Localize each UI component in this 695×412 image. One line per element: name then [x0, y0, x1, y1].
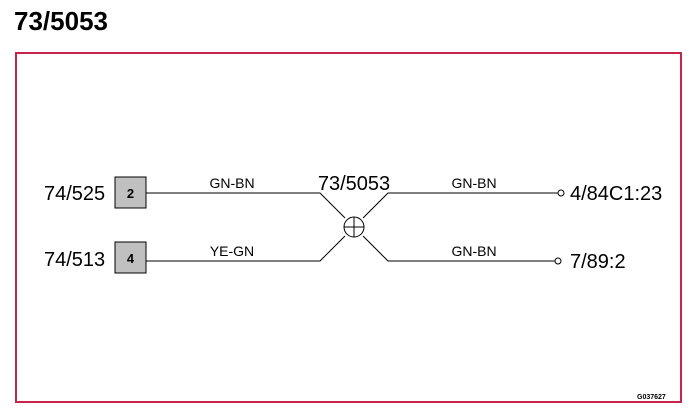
left-connector-pin-2: 4	[127, 251, 135, 266]
right-terminal-name-2: 7/89:2	[570, 251, 626, 273]
left-wire-color-2: YE-GN	[210, 243, 254, 259]
right-wire-color-2: GN-BN	[451, 243, 496, 259]
left-connector-pin-box-2	[114, 241, 147, 274]
diagram-frame	[15, 52, 682, 403]
left-connector-pin-box-1	[114, 176, 147, 209]
right-wire-color-1: GN-BN	[451, 175, 496, 191]
left-wire-2	[146, 235, 346, 262]
splice-label: 73/5053	[318, 173, 390, 195]
drawing-code: G037627	[637, 394, 666, 401]
splice-crossed-circle-icon	[343, 216, 365, 238]
left-connector-pin-1: 2	[127, 186, 134, 201]
left-connector-name-2: 74/513	[44, 249, 105, 271]
page-title: 73/5053	[14, 6, 108, 36]
left-wire-1	[146, 192, 346, 219]
terminal-circle-icon	[557, 189, 565, 197]
left-wire-color-1: GN-BN	[209, 175, 254, 191]
right-terminal-name-1: 4/84C1:23	[570, 183, 662, 205]
right-wire-2	[362, 235, 555, 262]
right-wire-1	[362, 192, 558, 219]
terminal-circle-icon	[554, 257, 562, 265]
left-connector-name-1: 74/525	[44, 183, 105, 205]
